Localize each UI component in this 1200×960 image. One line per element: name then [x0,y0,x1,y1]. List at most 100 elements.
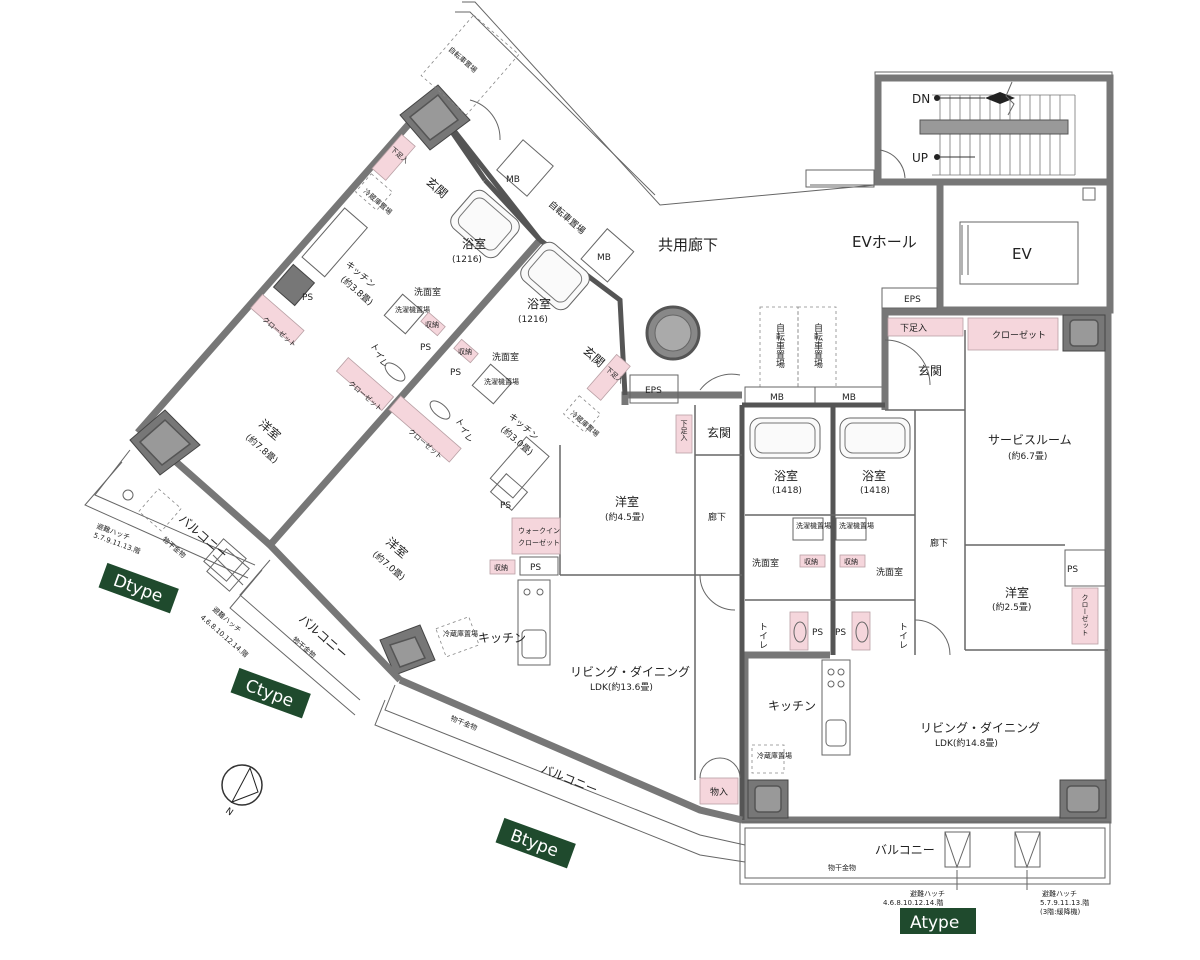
stair-core: DN UP [874,74,1114,186]
badge-a: Atype [900,908,976,934]
d-toilet-label: トイレ [367,342,389,370]
c-storage-label: 収納 [458,347,472,356]
d-fridge-label: 冷蔵庫置場 [362,187,394,217]
a-hatch1-floors: 4.6.8.10.12.14.階 [883,898,943,907]
a-western-room-label: 洋室 [1005,585,1029,600]
a-washroom-label-2: 洗面室 [876,566,903,578]
badge-a-label: Atype [910,913,959,933]
d-western-room-label: 洋室 [256,416,284,443]
c-toilet-label: トイレ [452,417,474,445]
a-western-closet-label: クローゼット [1081,594,1089,636]
a-balcony-label: バルコニー [875,843,935,857]
a-service-room-label: サービスルーム [988,433,1072,447]
corridor-bike-parking: 自転車置場 自転車置場 MB MB [744,306,886,406]
badge-d: Dtype [98,562,179,614]
d-washer-label: 洗濯機置場 [395,305,430,314]
b-kitchen-label: キッチン [478,631,526,645]
c-mb-label-top: MB [506,175,520,185]
d-ps-label-2: PS [302,293,313,303]
a-hatch2-note: (3階:緩降機) [1040,907,1081,916]
b-ps-label: PS [530,563,541,573]
b-eps-label: EPS [645,386,662,396]
a-western-room-area: (約2.5畳) [992,601,1031,613]
a-kitchen-label: キッチン [768,699,816,713]
a-hallway-label: 廊下 [930,537,948,549]
a-toilet-label-2: トイレ [897,622,908,649]
a-ps-label-3: PS [835,628,846,638]
d-bike-parking-label: 自転車置場 [447,45,479,75]
a-bath-label-1: 浴室 [774,468,798,483]
a-toilet-label-1: トイレ [757,622,768,649]
badge-c: Ctype [230,667,311,719]
mb-label-a1: MB [770,393,784,403]
c-drying-rack-label: 物干金物 [291,635,318,660]
d-bath-size: (1216) [452,255,482,265]
d-bath-label: 浴室 [462,236,486,251]
a-bath-label-2: 浴室 [862,468,886,483]
b-storage-label: 収納 [494,563,508,572]
ev-hall: EV EVホール EPS [852,178,1114,314]
c-bath-label: 浴室 [527,296,551,311]
c-ps-label-2: PS [450,368,461,378]
d-storage-label: 収納 [425,320,439,329]
compass: N [221,764,263,818]
ev-hall-label: EVホール [852,233,917,251]
b-balcony-label: バルコニー [539,762,600,797]
a-entrance-label: 玄関 [918,363,942,378]
a-hatch1-label: 避難ハッチ [910,889,945,898]
b-hallway-label: 廊下 [708,511,726,523]
c-western-room-label: 洋室 [383,534,411,561]
c-fridge-label: 冷蔵庫置場 [569,409,601,439]
bike-parking-label-2: 自転車置場 [812,322,823,369]
a-closet-label: クローゼット [992,329,1046,341]
a-drying-rack-label: 物干金物 [828,863,856,872]
a-fridge-label: 冷蔵庫置場 [757,751,792,760]
b-drying-rack-label: 物干金物 [449,714,478,733]
c-ps-label: PS [500,501,511,511]
common-corridor-label: 共用廊下 [658,236,718,254]
a-washer-label-2: 洗濯機置場 [839,521,874,530]
a-bath-size-2: (1418) [860,486,890,496]
ev-label: EV [1012,245,1032,263]
badge-b: Btype [495,817,576,869]
c-washer-label: 洗濯機置場 [484,377,519,386]
d-washroom-label: 洗面室 [414,286,441,298]
compass-n-label: N [223,806,234,818]
a-hatch2-floors: 5.7.9.11.13.階 [1040,898,1089,907]
a-hatch2-label: 避難ハッチ [1042,889,1077,898]
a-bath-size-1: (1418) [772,486,802,496]
a-ps-label-1: PS [1067,565,1078,575]
a-washer-label-1: 洗濯機置場 [796,521,831,530]
c-bath-size: (1216) [518,315,548,325]
a-shoe-storage-label: 下足入 [900,323,927,334]
a-storage-label-2: 収納 [844,557,858,566]
b-western-room-area: (約4.5畳) [605,511,644,523]
a-ldk-area: LDK(約14.8畳) [935,737,998,749]
unit-b: EPS 下足入 玄関 廊下 洋室 (約4.5畳) ウォークイン クローゼット 収… [374,305,746,863]
a-ps-label-2: PS [812,628,823,638]
c-entrance-label: 玄関 [580,343,608,370]
bike-parking-label-1: 自転車置場 [774,322,785,369]
d-ps-label-1: PS [420,343,431,353]
mb-label-a2: MB [842,393,856,403]
a-washroom-label-1: 洗面室 [752,557,779,569]
dn-label: DN [912,92,930,106]
b-western-room-label: 洋室 [615,494,639,509]
b-fridge-label: 冷蔵庫置場 [443,629,478,638]
c-mb-label: MB [597,253,611,263]
c-washroom-label: 洗面室 [492,351,519,363]
d-drying-rack-label: 物干金物 [161,535,188,560]
eps-label-hall: EPS [904,295,921,305]
up-label: UP [912,151,928,165]
unit-a: 下足入 玄関 クローゼット サービスルーム (約6.7畳) 洋室 (約2.5畳)… [739,308,1112,916]
b-ldk-area: LDK(約13.6畳) [590,681,653,693]
b-shoe-storage-label: 下足入 [680,420,688,441]
bike-parking-label-c: 自転車置場 [546,198,588,237]
a-service-room-area: (約6.7畳) [1008,450,1047,462]
a-ldk-label: リビング・ダイニング [920,720,1040,735]
a-storage-label-1: 収納 [804,557,818,566]
b-walk-in-label: ウォークイン [518,527,560,535]
b-delivery-label: 物入 [710,786,728,798]
b-ldk-label: リビング・ダイニング [570,664,690,679]
